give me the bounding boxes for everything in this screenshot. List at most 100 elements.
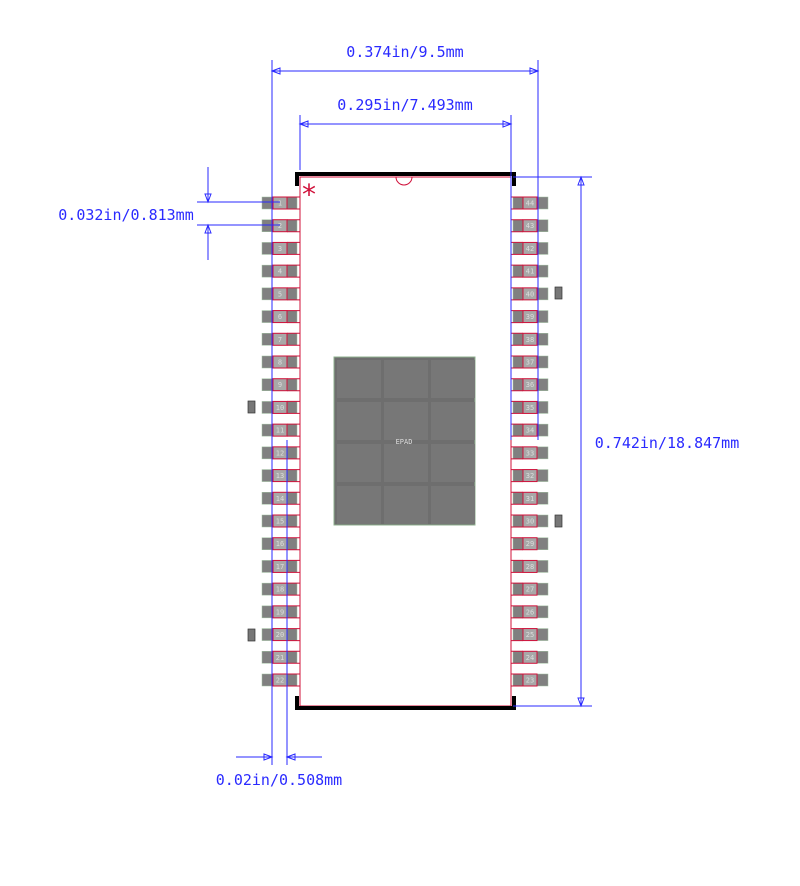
pad-lead [287,241,300,255]
epad-paste-cell [337,444,381,482]
pad-copper [272,400,288,414]
pad-lead [287,650,300,664]
pad-copper [522,196,538,210]
pad-copper [272,310,288,324]
pad-right: 32 [511,469,549,483]
pad-lead [511,537,523,551]
pad-lead [287,310,300,324]
pad-left: 12 [261,446,300,460]
pad-left: 2 [261,219,300,233]
pin-number: 23 [526,677,534,685]
pin-number: 6 [278,313,282,321]
pin-number: 3 [278,245,282,253]
pad-lead [511,378,523,392]
pad-copper [272,196,288,210]
pad-right: 35 [511,400,549,414]
pad-right: 24 [511,650,549,664]
pad-lead [287,514,300,528]
pad-lead [511,355,523,369]
pad-copper [522,673,538,687]
pin-number: 16 [276,540,284,548]
pad-right: 34 [511,423,549,437]
pin-number: 14 [276,495,284,503]
pin-number: 21 [276,654,284,662]
pad-lead [511,469,523,483]
body-width-label: 0.295in/7.493mm [337,96,472,114]
epad-paste-cell [337,486,381,524]
pin-number: 9 [278,381,282,389]
pad-right: 36 [511,378,549,392]
pad-lead [511,219,523,233]
pad-left: 19 [261,605,300,619]
pad-copper [272,241,288,255]
pad-right: 33 [511,446,549,460]
pad-right: 42 [511,241,549,255]
pin-number: 31 [526,495,534,503]
pin-number: 36 [526,381,534,389]
pad-left: 22 [261,673,300,687]
pad-lead [287,378,300,392]
epad-paste-cell [384,402,428,440]
pin-number: 20 [276,631,284,639]
pad-lead [287,559,300,573]
pad-right: 26 [511,605,549,619]
pad-lead [511,559,523,573]
pad-copper [272,287,288,301]
pin-number: 24 [526,654,534,662]
pad-right: 30 [511,514,549,528]
pad-lead [511,332,523,346]
pad-width-label: 0.02in/0.508mm [216,771,342,789]
pad-lead [511,423,523,437]
pin-number: 12 [276,449,284,457]
pad-lead [287,355,300,369]
pin-number: 44 [526,200,534,208]
pad-left: 20 [261,628,300,642]
pad-lead [287,196,300,210]
pad-lead [511,310,523,324]
pad-copper [522,559,538,573]
pad-lead [287,446,300,460]
pad-lead [287,537,300,551]
epad-paste-cell [431,486,475,524]
epad-paste-cell [431,360,475,398]
pin-number: 8 [278,359,282,367]
pin-number: 13 [276,472,284,480]
pad-copper [272,423,288,437]
pin-number: 5 [278,290,282,298]
pin-number: 1 [278,200,282,208]
pad-left: 16 [261,537,300,551]
pin-number: 41 [526,268,534,276]
pad-left: 7 [261,332,300,346]
pad-copper [522,605,538,619]
pad-copper [522,378,538,392]
pad-lead [287,673,300,687]
pad-lead [511,673,523,687]
pad-lead [511,241,523,255]
pad-right: 37 [511,355,549,369]
silkscreen-top [295,172,516,186]
pad-lead [287,605,300,619]
pad-left: 15 [261,514,300,528]
pin-number: 2 [278,222,282,230]
pin-number: 38 [526,336,534,344]
pin-number: 42 [526,245,534,253]
pad-right: 40 [511,287,549,301]
pad-left: 11 [261,423,300,437]
epad-paste-cell [384,360,428,398]
pad-lead [511,514,523,528]
pin-number: 43 [526,222,534,230]
pad-right: 38 [511,332,549,346]
pad-left: 18 [261,582,300,596]
pad-copper [272,355,288,369]
pad-lead [511,264,523,278]
epad-label: EPAD [396,438,413,446]
epad-paste-cell [384,486,428,524]
pad-left: 9 [261,378,300,392]
pad-right: 39 [511,310,549,324]
pin-number: 37 [526,359,534,367]
pad-left: 6 [261,310,300,324]
epad-paste-cell [337,360,381,398]
pad-lead [287,219,300,233]
pad-copper [522,355,538,369]
